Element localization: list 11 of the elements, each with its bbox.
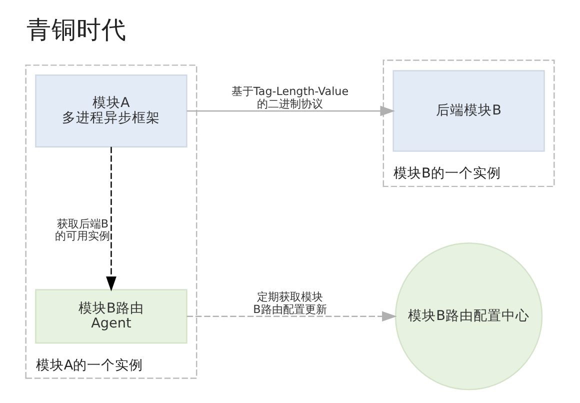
diagram-title: 青铜时代 <box>26 14 127 44</box>
arrow <box>186 311 397 322</box>
node-box: 后端模块B <box>392 70 545 152</box>
edge-label: 基于Tag-Length-Value的二进制协议 <box>231 85 349 111</box>
arrow <box>186 106 396 116</box>
arrow <box>106 146 116 292</box>
node-box: 模块A 多进程异步框架 <box>35 74 188 148</box>
node-box: 模块B路由Agent <box>35 289 188 344</box>
node-circle: 模块B路由配置中心 <box>394 242 543 390</box>
edge-label: 定期获取模块B路由配置更新 <box>253 290 327 316</box>
edge-label: 获取后端B的可用实例 <box>55 217 110 243</box>
